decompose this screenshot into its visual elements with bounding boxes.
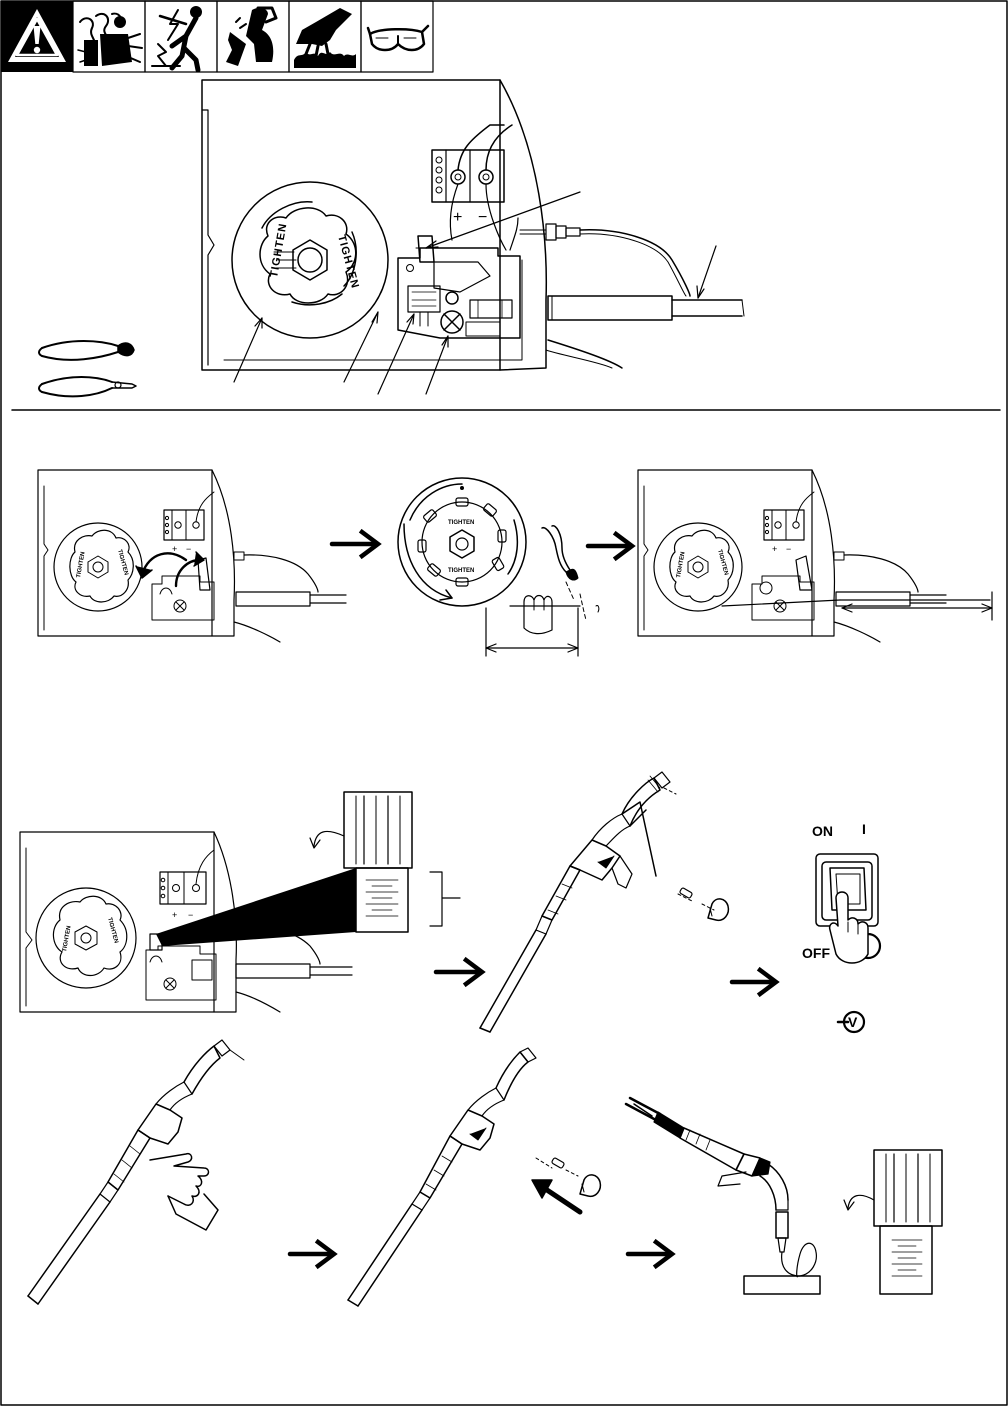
pointing-hand xyxy=(828,891,869,964)
power-on-label: ON xyxy=(812,823,833,839)
unit-interior-detail: TIGHTEN TIGHTEN + − xyxy=(201,79,745,395)
power-off-label: OFF xyxy=(802,945,830,961)
spool-hub-label: TIGHTEN xyxy=(716,549,729,576)
spool-hub-label: TIGHTEN xyxy=(448,520,474,526)
spool-hub-label: TIGHTEN xyxy=(335,234,361,291)
welding-fumes-icon xyxy=(77,12,143,66)
spool-hub-label: TIGHTEN xyxy=(268,222,289,279)
voltage-symbol-label: V xyxy=(848,1014,858,1030)
negative-terminal-label: − xyxy=(186,544,191,554)
welding-gun-trigger-pressed xyxy=(27,1039,245,1305)
positive-terminal-label: + xyxy=(453,209,462,226)
spool-hub-label: TIGHTEN xyxy=(676,551,686,578)
spool-hub xyxy=(259,207,357,304)
small-unit-view-wire-length: TIGHTEN TIGHTEN + − xyxy=(637,469,993,643)
drive-roll-chart-label xyxy=(843,1149,943,1295)
unit-view-drive-roll-selection: TIGHTEN TIGHTEN + − xyxy=(19,831,356,1013)
trigger-finger-hand xyxy=(149,1152,210,1207)
spool-hub-label: TIGHTEN xyxy=(106,917,119,944)
negative-terminal-label: − xyxy=(478,209,487,226)
needle-nose-pliers-icon xyxy=(38,376,137,398)
test-block xyxy=(743,1275,821,1295)
spool-hub-label: TIGHTEN xyxy=(448,568,474,574)
hand-holding-wire xyxy=(523,594,553,635)
safety-glasses-icon xyxy=(366,24,430,52)
arrow-right-icon xyxy=(287,1238,338,1270)
hot-parts-icon xyxy=(294,8,356,68)
tension-knob xyxy=(440,310,464,334)
arrow-right-icon xyxy=(585,530,636,562)
pinch-point-icon xyxy=(226,6,278,66)
electric-shock-icon xyxy=(151,6,202,73)
voltage-symbol-icon xyxy=(842,1010,866,1034)
positive-terminal-label: + xyxy=(172,544,177,554)
welding-gun-nozzle-removed xyxy=(479,771,730,1033)
wire-cutter-icon xyxy=(541,525,579,581)
warning-triangle-icon xyxy=(1,1,73,72)
drive-roll xyxy=(407,285,441,313)
negative-terminal-label: − xyxy=(786,544,791,554)
arrow-right-icon xyxy=(329,528,382,560)
spool-hub-label: TIGHTEN xyxy=(76,551,86,578)
arrow-right-icon xyxy=(729,966,780,998)
install-direction-arrow xyxy=(541,1185,583,1215)
drive-roll-chart-label xyxy=(309,791,461,933)
spool-hub-label: TIGHTEN xyxy=(62,925,72,952)
wire-cutter-icon xyxy=(38,340,135,361)
power-switch-panel: ON I OFF V xyxy=(802,821,882,1034)
safety-icon-bar xyxy=(1,0,434,73)
welding-gun-nozzle-install xyxy=(347,1047,602,1307)
negative-terminal-label: − xyxy=(188,910,193,920)
arrow-right-icon xyxy=(625,1238,676,1270)
small-unit-view-loosen: TIGHTEN TIGHTEN + − xyxy=(37,469,347,643)
positive-terminal-label: + xyxy=(772,544,777,554)
spool-wire-cut-view: TIGHTEN TIGHTEN xyxy=(397,477,600,657)
magnifier-cone xyxy=(156,868,356,946)
spool-hub-label: TIGHTEN xyxy=(116,549,129,576)
welding-gun-wire-test xyxy=(624,1096,821,1295)
positive-terminal-label: + xyxy=(172,910,177,920)
arrow-right-icon xyxy=(433,956,486,988)
power-on-symbol: I xyxy=(862,821,866,837)
